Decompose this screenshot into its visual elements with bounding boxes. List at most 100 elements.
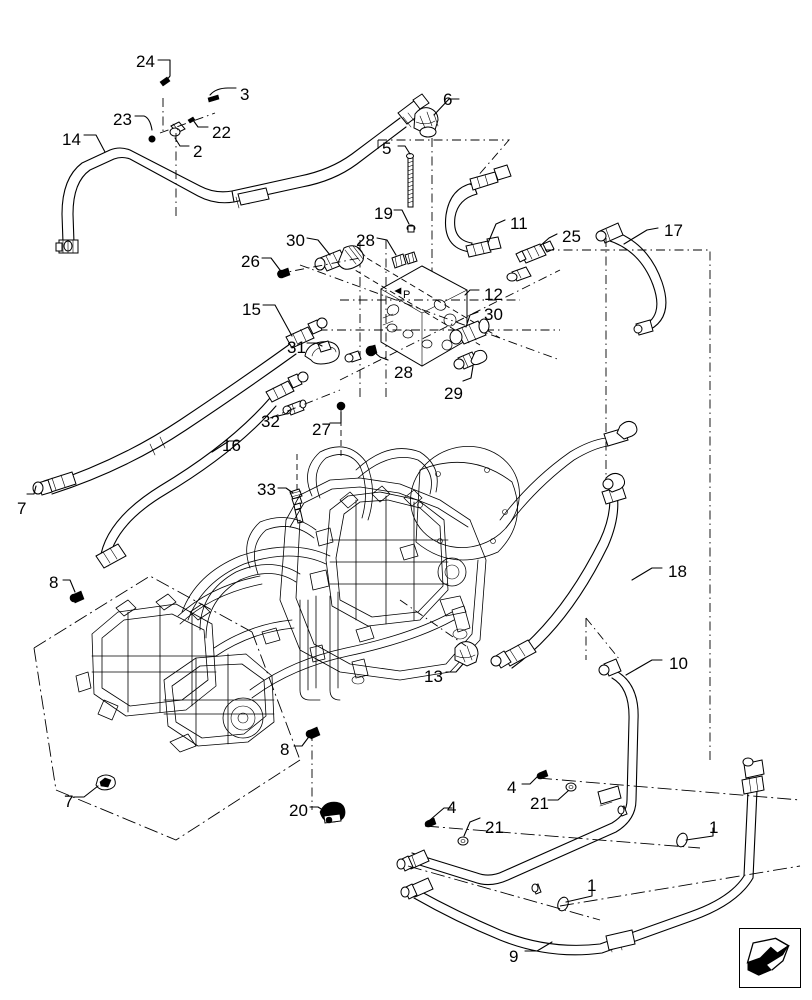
leader-23 xyxy=(134,115,153,131)
fitting-12 xyxy=(506,266,532,282)
callout-1-right: 1 xyxy=(709,818,719,837)
leader-32 xyxy=(277,409,291,417)
fitting-6 xyxy=(413,107,439,138)
part-7-lower xyxy=(95,774,116,791)
hose-engine-upper xyxy=(499,420,638,529)
part-28-upper xyxy=(391,251,418,269)
callout-23: 23 xyxy=(113,110,132,129)
callout-14: 14 xyxy=(62,130,81,149)
leader-30b xyxy=(465,311,479,328)
leader-21a xyxy=(547,790,569,801)
forward-arrow-icon xyxy=(746,937,790,976)
callout-33: 33 xyxy=(257,480,276,499)
leader-33 xyxy=(277,487,294,494)
callout-32: 32 xyxy=(261,412,280,431)
callout-13: 13 xyxy=(424,667,443,686)
callout-31: 31 xyxy=(287,338,306,357)
leader-28b xyxy=(373,351,389,361)
hose-11 xyxy=(444,164,512,258)
part-20 xyxy=(319,801,346,824)
leader-16 xyxy=(211,440,241,453)
leader-21b xyxy=(463,817,481,837)
leader-11 xyxy=(487,219,506,244)
part-30-right xyxy=(449,318,490,345)
leader-8a xyxy=(62,579,76,593)
callout-3: 3 xyxy=(240,85,250,104)
part-28-lower xyxy=(344,344,378,363)
callout-8-lower: 8 xyxy=(280,740,290,759)
leader-20 xyxy=(309,806,327,813)
callout-19: 19 xyxy=(374,204,393,223)
part-8-lower xyxy=(305,726,321,740)
leader-4a xyxy=(521,775,539,785)
leader-19 xyxy=(393,209,410,225)
callout-21-upper: 21 xyxy=(530,794,549,813)
leader-13 xyxy=(445,663,464,673)
fitting-cluster-top xyxy=(148,94,220,220)
callout-22: 22 xyxy=(212,123,231,142)
part-30-left xyxy=(314,245,366,272)
part-8-upper xyxy=(69,590,85,604)
callout-7-upper: 7 xyxy=(17,499,27,518)
leader-4b xyxy=(429,807,453,821)
callout-12: 12 xyxy=(484,285,503,304)
callout-9: 9 xyxy=(509,947,519,966)
callout-27: 27 xyxy=(312,420,331,439)
leader-7b xyxy=(73,785,99,798)
leader-15 xyxy=(262,304,293,337)
callout-21-lower: 21 xyxy=(485,818,504,837)
leader-1b xyxy=(565,885,593,903)
leader-10 xyxy=(625,659,663,676)
callout-28-lower: 28 xyxy=(394,363,413,382)
hose-15 xyxy=(32,317,328,496)
callout-30-right: 30 xyxy=(484,305,503,324)
hose-9 xyxy=(400,757,765,956)
callout-30-left: 30 xyxy=(286,231,305,250)
leader-18 xyxy=(631,567,663,581)
leader-14 xyxy=(83,134,106,153)
callout-25: 25 xyxy=(562,227,581,246)
part-32 xyxy=(282,399,307,416)
orientation-indicator xyxy=(739,928,801,988)
svg-text:P: P xyxy=(403,289,410,301)
callout-20: 20 xyxy=(289,801,308,820)
leader-9 xyxy=(524,941,553,952)
hose-18 xyxy=(490,472,627,669)
fitting-25 xyxy=(515,240,555,264)
callout-18: 18 xyxy=(668,562,687,581)
part-5-rod xyxy=(406,153,414,208)
leader-3 xyxy=(209,87,237,96)
part-13 xyxy=(454,641,479,667)
callout-4-lower: 4 xyxy=(447,798,457,817)
part-19 xyxy=(406,224,416,233)
callout-4-upper: 4 xyxy=(507,778,517,797)
callout-24: 24 xyxy=(136,52,155,71)
callout-11: 11 xyxy=(510,214,528,233)
callout-17: 17 xyxy=(664,221,683,240)
leader-25 xyxy=(539,233,558,247)
hose-16 xyxy=(95,371,309,569)
fasteners-lower xyxy=(424,769,688,912)
callout-6: 6 xyxy=(443,90,453,109)
callout-7-lower: 7 xyxy=(64,792,74,811)
engine-assembly xyxy=(75,445,520,753)
callout-26: 26 xyxy=(241,252,260,271)
part-27 xyxy=(336,401,346,411)
leader-22 xyxy=(192,119,209,128)
leader-31 xyxy=(306,342,323,347)
callout-29: 29 xyxy=(444,384,463,403)
leader-2 xyxy=(174,137,190,147)
leader-17 xyxy=(623,227,659,245)
callout-10: 10 xyxy=(669,654,688,673)
leader-26 xyxy=(261,257,281,271)
callout-8-upper: 8 xyxy=(49,573,59,592)
callout-16: 16 xyxy=(222,436,241,455)
callout-15: 15 xyxy=(242,300,261,319)
part-31-clamp xyxy=(304,340,340,365)
hose-17 xyxy=(595,222,667,336)
leader-1a xyxy=(685,827,714,841)
callout-28-upper: 28 xyxy=(356,231,375,250)
callout-5: 5 xyxy=(382,139,392,158)
leader-28a xyxy=(376,237,397,256)
